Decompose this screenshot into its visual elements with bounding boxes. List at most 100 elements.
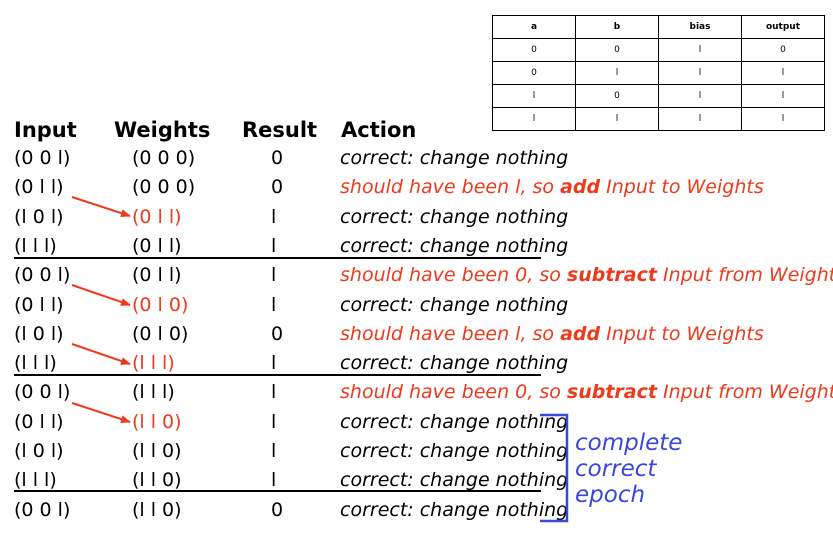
- row-result: l: [271, 469, 277, 491]
- action-text: Input from Weights: [656, 381, 833, 403]
- weight-update-arrow: [71, 196, 131, 217]
- row-input: (l l l): [14, 352, 57, 374]
- truth-table-cell: l: [658, 61, 742, 85]
- row-input: (l 0 l): [14, 206, 64, 228]
- truth-table-cell: 0: [492, 61, 576, 85]
- row-input: (0 0 l): [14, 499, 71, 521]
- row-weights: (0 l l): [132, 206, 182, 228]
- truth-table-cell: l: [658, 38, 742, 62]
- weight-update-arrow: [71, 402, 131, 423]
- row-weights: (l l l): [132, 381, 175, 403]
- row-action: should have been l, so add Input to Weig…: [340, 322, 764, 346]
- row-input: (0 0 l): [14, 264, 71, 286]
- row-weights: (0 0 0): [132, 176, 196, 198]
- row-action: should have been l, so add Input to Weig…: [340, 175, 764, 199]
- truth-table-cell: 0: [741, 38, 825, 62]
- truth-table-row: l l l l: [492, 107, 825, 131]
- row-action: correct: change nothing: [340, 352, 569, 374]
- row-result: l: [271, 264, 277, 286]
- column-header-weights: Weights: [114, 118, 211, 142]
- truth-table-cell: l: [741, 84, 825, 108]
- row-weights: (l l l): [132, 352, 175, 374]
- row-input: (l 0 l): [14, 440, 64, 462]
- row-result: l: [271, 352, 277, 374]
- row-input: (l 0 l): [14, 323, 64, 345]
- row-action: correct: change nothing: [340, 469, 569, 491]
- epoch-label: complete correct epoch: [575, 430, 715, 508]
- row-weights: (l l 0): [132, 411, 182, 433]
- weight-update-arrow: [71, 284, 131, 306]
- action-text: should have been l, so: [340, 323, 561, 345]
- row-weights: (0 l 0): [132, 294, 189, 316]
- truth-table-header-a: a: [492, 15, 576, 39]
- row-input: (0 l l): [14, 411, 64, 433]
- row-input: (l l l): [14, 469, 57, 491]
- epoch-divider: [14, 490, 541, 492]
- row-action: correct: change nothing: [340, 147, 569, 169]
- row-action: correct: change nothing: [340, 235, 569, 257]
- row-action: correct: change nothing: [340, 440, 569, 462]
- column-header-action: Action: [341, 118, 417, 142]
- action-text: Input from Weights: [656, 264, 833, 286]
- epoch-label-line: correct: [575, 456, 657, 482]
- epoch-divider: [14, 257, 541, 259]
- row-result: l: [271, 206, 277, 228]
- action-keyword: subtract: [566, 264, 657, 286]
- row-weights: (l l 0): [132, 499, 182, 521]
- row-weights: (0 l l): [132, 235, 182, 257]
- row-action: correct: change nothing: [340, 411, 569, 433]
- row-result: l: [271, 381, 277, 403]
- truth-table-cell: 0: [575, 84, 659, 108]
- row-weights: (l l 0): [132, 469, 182, 491]
- row-result: l: [271, 294, 277, 316]
- truth-table: a b bias output 0 0 l 0 0 l l l l 0 l l …: [492, 15, 825, 131]
- action-keyword: add: [560, 176, 601, 198]
- action-text: should have been l, so: [340, 176, 561, 198]
- truth-table-header-row: a b bias output: [492, 15, 825, 39]
- row-input: (0 0 l): [14, 381, 71, 403]
- truth-table-header-output: output: [741, 15, 825, 39]
- truth-table-cell: l: [741, 61, 825, 85]
- truth-table-cell: 0: [492, 38, 576, 62]
- row-input: (0 l l): [14, 176, 64, 198]
- row-weights: (0 0 0): [132, 147, 196, 169]
- row-result: l: [271, 411, 277, 433]
- truth-table-row: l 0 l l: [492, 84, 825, 108]
- truth-table-cell: 0: [575, 38, 659, 62]
- action-keyword: add: [560, 323, 601, 345]
- truth-table-cell: l: [575, 61, 659, 85]
- action-text: Input to Weights: [600, 323, 764, 345]
- truth-table-cell: l: [658, 107, 742, 131]
- row-weights: (0 l 0): [132, 323, 189, 345]
- truth-table-cell: l: [492, 84, 576, 108]
- row-action: correct: change nothing: [340, 294, 569, 316]
- row-input: (l l l): [14, 235, 57, 257]
- column-header-result: Result: [242, 118, 318, 142]
- truth-table-cell: l: [492, 107, 576, 131]
- truth-table-row: 0 0 l 0: [492, 38, 825, 62]
- row-action: correct: change nothing: [340, 499, 569, 521]
- action-text: should have been 0, so: [340, 264, 567, 286]
- truth-table-cell: l: [658, 84, 742, 108]
- column-header-input: Input: [14, 118, 77, 142]
- row-result: l: [271, 235, 277, 257]
- row-input: (0 l l): [14, 294, 64, 316]
- epoch-label-line: complete: [575, 430, 683, 456]
- truth-table-row: 0 l l l: [492, 61, 825, 85]
- weight-update-arrow: [71, 343, 131, 365]
- action-text: Input to Weights: [600, 176, 764, 198]
- epoch-divider: [14, 374, 541, 376]
- truth-table-header-bias: bias: [658, 15, 742, 39]
- truth-table-header-b: b: [575, 15, 659, 39]
- epoch-label-line: epoch: [575, 482, 646, 508]
- row-action: correct: change nothing: [340, 206, 569, 228]
- row-result: 0: [271, 499, 284, 521]
- row-result: 0: [271, 323, 284, 345]
- row-result: 0: [271, 176, 284, 198]
- row-input: (0 0 l): [14, 147, 71, 169]
- row-action: should have been 0, so subtract Input fr…: [340, 380, 833, 404]
- row-action: should have been 0, so subtract Input fr…: [340, 263, 833, 287]
- row-weights: (0 l l): [132, 264, 182, 286]
- action-keyword: subtract: [566, 381, 657, 403]
- truth-table-cell: l: [741, 107, 825, 131]
